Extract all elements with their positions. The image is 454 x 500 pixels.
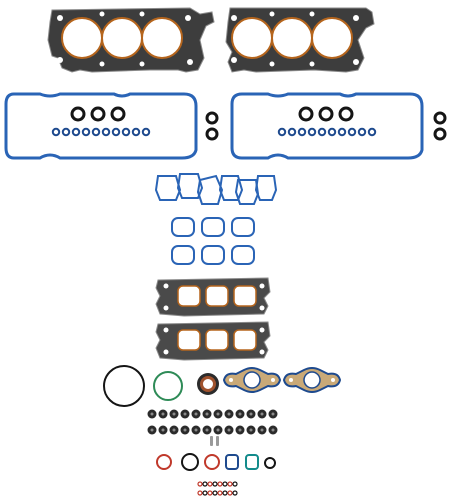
tiny-o-ring bbox=[202, 490, 208, 496]
tube-seal bbox=[51, 127, 61, 137]
tube-seal bbox=[101, 127, 111, 137]
exhaust-manifold-gasket-2 bbox=[155, 321, 271, 361]
small-o-rings bbox=[156, 453, 276, 471]
valve-stem-seal-bore bbox=[161, 412, 165, 416]
green-o-ring bbox=[153, 371, 183, 401]
dowel-pins bbox=[210, 436, 219, 446]
valve-stem-seal-bore bbox=[216, 412, 220, 416]
head-gasket-right bbox=[225, 7, 375, 73]
tube-seal bbox=[337, 127, 347, 137]
tube-seal bbox=[327, 127, 337, 137]
exhaust-manifold-gasket-1 bbox=[155, 277, 271, 317]
tube-seal bbox=[131, 127, 141, 137]
tiny-o-ring bbox=[197, 490, 203, 496]
valve-stem-seal-bore bbox=[271, 412, 275, 416]
tube-seal bbox=[317, 127, 327, 137]
tiny-o-ring bbox=[222, 490, 228, 496]
valve-stem-seal-bore bbox=[205, 428, 209, 432]
tiny-o-ring bbox=[217, 490, 223, 496]
valve-stem-seal-bore bbox=[216, 428, 220, 432]
tiny-o-ring bbox=[232, 481, 238, 487]
valve-cover-gasket-right bbox=[230, 92, 447, 160]
valve-stem-seal-bore bbox=[238, 412, 242, 416]
valve-stem-seals bbox=[147, 409, 278, 435]
intake-manifold-gasket-upper bbox=[154, 173, 278, 205]
tiny-o-ring bbox=[212, 490, 218, 496]
valve-stem-seal-bore bbox=[150, 412, 154, 416]
valve-stem-seal-bore bbox=[183, 428, 187, 432]
egr-gasket-right bbox=[282, 367, 342, 393]
valve-stem-seal-bore bbox=[150, 428, 154, 432]
valve-cover-gasket-left bbox=[4, 92, 219, 160]
tiny-o-ring bbox=[232, 490, 238, 496]
tube-seal bbox=[111, 127, 121, 137]
tube-seal bbox=[367, 127, 377, 137]
large-black-o-ring bbox=[103, 365, 145, 407]
tiny-o-ring-kit bbox=[197, 481, 238, 496]
valve-stem-seal-bore bbox=[227, 428, 231, 432]
valve-stem-seal-bore bbox=[227, 412, 231, 416]
crankshaft-seal bbox=[197, 373, 219, 395]
egr-gasket-left bbox=[222, 367, 282, 393]
tube-seal bbox=[141, 127, 151, 137]
valve-stem-seal-bore bbox=[271, 428, 275, 432]
tube-seal bbox=[81, 127, 91, 137]
valve-stem-seal-bore bbox=[249, 412, 253, 416]
tube-seal bbox=[91, 127, 101, 137]
valve-stem-seal-bore bbox=[249, 428, 253, 432]
valve-stem-seal-bore bbox=[194, 412, 198, 416]
tiny-o-ring bbox=[207, 481, 213, 487]
valve-stem-seal-bore bbox=[194, 428, 198, 432]
tube-seal bbox=[287, 127, 297, 137]
valve-stem-seal-bore bbox=[161, 428, 165, 432]
tiny-o-ring bbox=[202, 481, 208, 487]
tiny-o-ring bbox=[222, 481, 228, 487]
head-gasket-left bbox=[47, 7, 215, 73]
tube-seal bbox=[347, 127, 357, 137]
tiny-o-ring bbox=[217, 481, 223, 487]
valve-stem-seal-bore bbox=[238, 428, 242, 432]
tube-seal bbox=[71, 127, 81, 137]
intake-port-gaskets bbox=[171, 217, 255, 265]
valve-stem-seal-bore bbox=[183, 412, 187, 416]
tiny-o-ring bbox=[227, 481, 233, 487]
valve-stem-seal-bore bbox=[260, 428, 264, 432]
valve-stem-seal-bore bbox=[172, 412, 176, 416]
tube-seal bbox=[307, 127, 317, 137]
tube-seal bbox=[277, 127, 287, 137]
tiny-o-ring bbox=[227, 490, 233, 496]
tiny-o-ring bbox=[212, 481, 218, 487]
tube-seal bbox=[61, 127, 71, 137]
valve-stem-seal-bore bbox=[205, 412, 209, 416]
tiny-o-ring bbox=[197, 481, 203, 487]
tube-seal bbox=[121, 127, 131, 137]
tube-seal bbox=[357, 127, 367, 137]
valve-stem-seal-bore bbox=[172, 428, 176, 432]
valve-stem-seal-bore bbox=[260, 412, 264, 416]
tube-seal bbox=[297, 127, 307, 137]
tiny-o-ring bbox=[207, 490, 213, 496]
